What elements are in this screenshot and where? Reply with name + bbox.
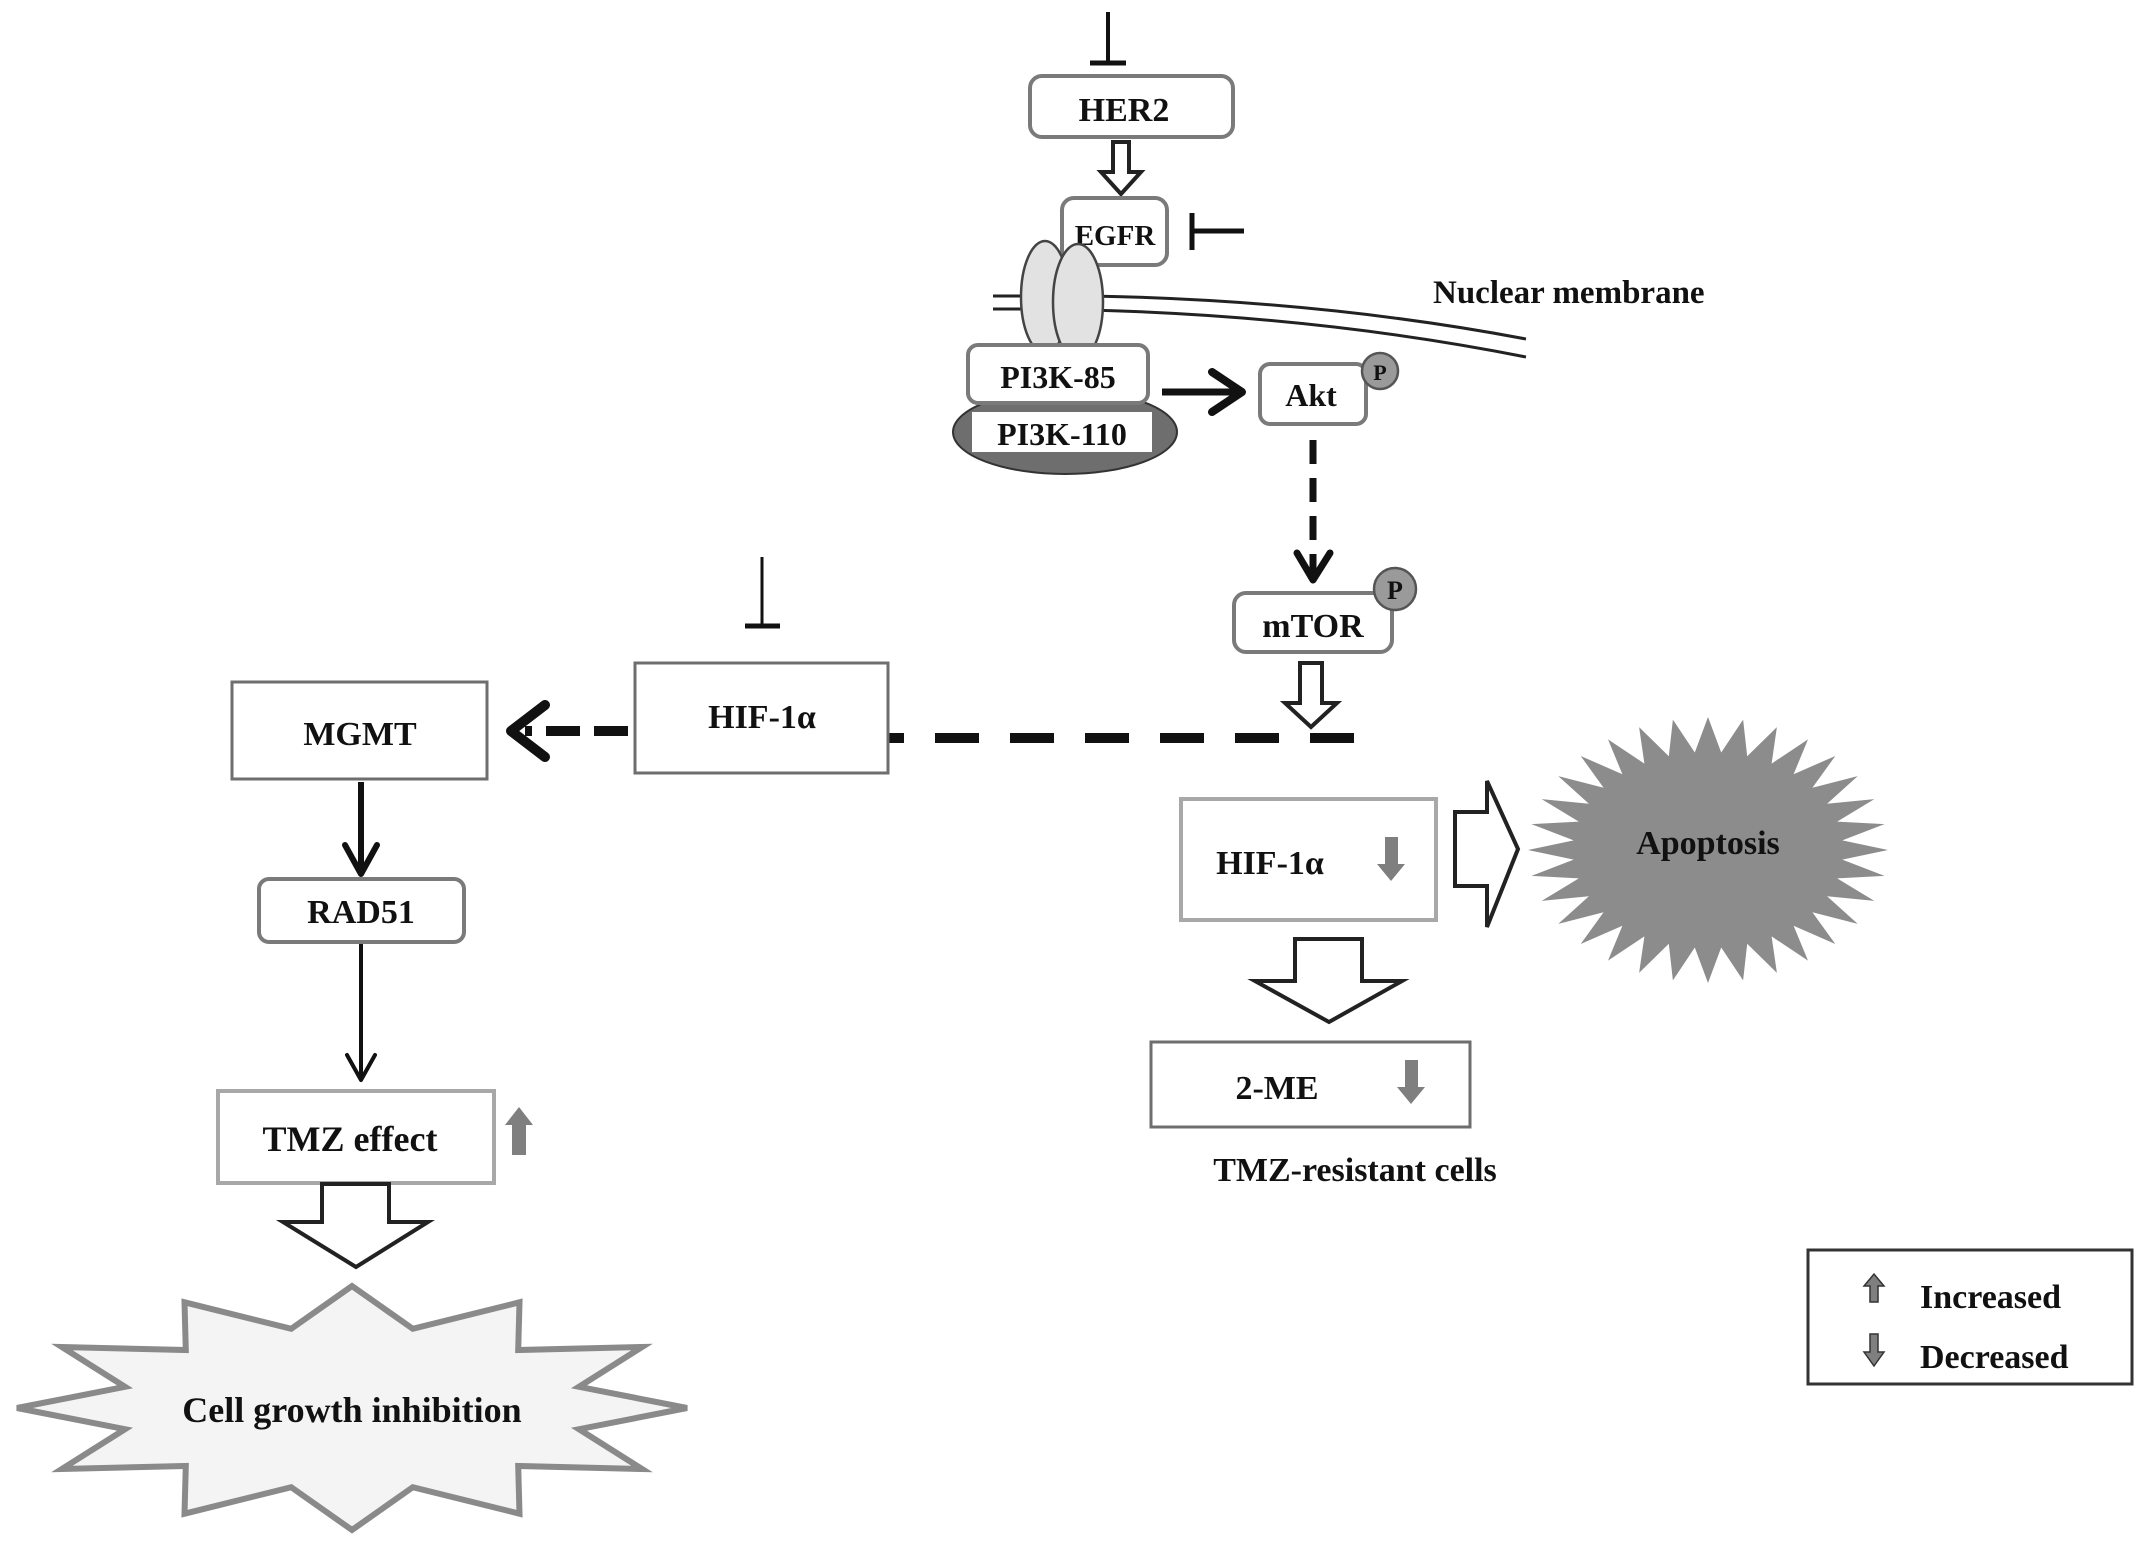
mtor-node[interactable]: mTOR P <box>1232 566 1418 654</box>
pi3k110-label: PI3K-110 <box>997 416 1127 452</box>
tmz-effect-label: TMZ effect <box>263 1119 438 1159</box>
mtor-phospho-label: P <box>1387 576 1403 605</box>
hif-to-apoptosis-arrow <box>1453 780 1521 928</box>
mgmt-label: MGMT <box>303 716 417 753</box>
akt-phospho-label: P <box>1373 360 1386 385</box>
rad51-to-tmz-arrow <box>345 944 377 1082</box>
pi3k85-node[interactable]: PI3K-85 <box>966 343 1150 405</box>
egfr-inhibitor <box>1189 213 1244 250</box>
nuclear-membrane <box>993 294 1527 359</box>
hif-left-inhibitor <box>745 557 780 629</box>
akt-label: Akt <box>1285 377 1337 413</box>
akt-node[interactable]: Akt P <box>1258 351 1400 426</box>
akt-to-mtor-arrow <box>1293 440 1334 584</box>
nuclear-membrane-label: Nuclear membrane <box>1433 275 1705 311</box>
legend-increased-icon <box>1862 1272 1886 1303</box>
hif-right-node[interactable]: HIF-1α <box>1179 797 1438 922</box>
legend-decreased-label: Decreased <box>1920 1339 2069 1376</box>
hif-right-label: HIF-1α <box>1216 845 1324 882</box>
mgmt-to-rad51-arrow <box>342 782 380 877</box>
her2-inhibitor <box>1090 12 1126 66</box>
increased-arrow-icon <box>505 1107 533 1155</box>
mtor-down-arrow <box>1279 661 1343 730</box>
decreased-arrow-icon <box>1397 1060 1425 1104</box>
pi3k110-node[interactable]: PI3K-110 <box>952 389 1178 475</box>
hif-to-mgmt-arrow <box>506 700 628 762</box>
tmz-resistant-label: TMZ-resistant cells <box>1213 1152 1497 1189</box>
her2-to-egfr-arrow <box>1096 140 1146 197</box>
decreased-arrow-icon <box>1377 837 1405 881</box>
tmz-effect-node[interactable]: TMZ effect <box>216 1089 496 1185</box>
her2-node[interactable]: HER2 <box>1028 74 1235 139</box>
legend-decreased-icon <box>1862 1333 1886 1368</box>
egfr-label: EGFR <box>1075 220 1157 252</box>
legend: Increased Decreased <box>1806 1248 2134 1386</box>
legend-increased-label: Increased <box>1920 1279 2061 1316</box>
hif-left-node[interactable]: HIF-1α <box>633 661 890 775</box>
mgmt-node[interactable]: MGMT <box>230 680 489 781</box>
mtor-label: mTOR <box>1262 608 1364 645</box>
apoptosis-label: Apoptosis <box>1636 825 1780 862</box>
her2-label: HER2 <box>1079 92 1170 129</box>
phospho-icon <box>1372 566 1418 612</box>
cell-growth-inhibition-node[interactable]: Cell growth inhibition <box>16 1282 688 1534</box>
apoptosis-node[interactable]: Apoptosis <box>1528 717 1888 983</box>
pi3k85-label: PI3K-85 <box>1000 359 1116 395</box>
receptor-dimer-icon <box>1019 239 1105 362</box>
hif-left-label: HIF-1α <box>708 699 816 736</box>
cell-growth-label: Cell growth inhibition <box>182 1390 521 1430</box>
pi3k-to-akt-arrow <box>1162 368 1246 416</box>
two-me-label: 2-ME <box>1235 1070 1318 1107</box>
rad51-label: RAD51 <box>307 894 415 931</box>
tmz-to-growth-arrow <box>275 1182 435 1270</box>
rad51-node[interactable]: RAD51 <box>257 877 466 944</box>
two-me-node[interactable]: 2-ME <box>1149 1040 1472 1129</box>
hif-to-2me-arrow <box>1247 937 1410 1025</box>
phospho-icon <box>1360 351 1400 391</box>
